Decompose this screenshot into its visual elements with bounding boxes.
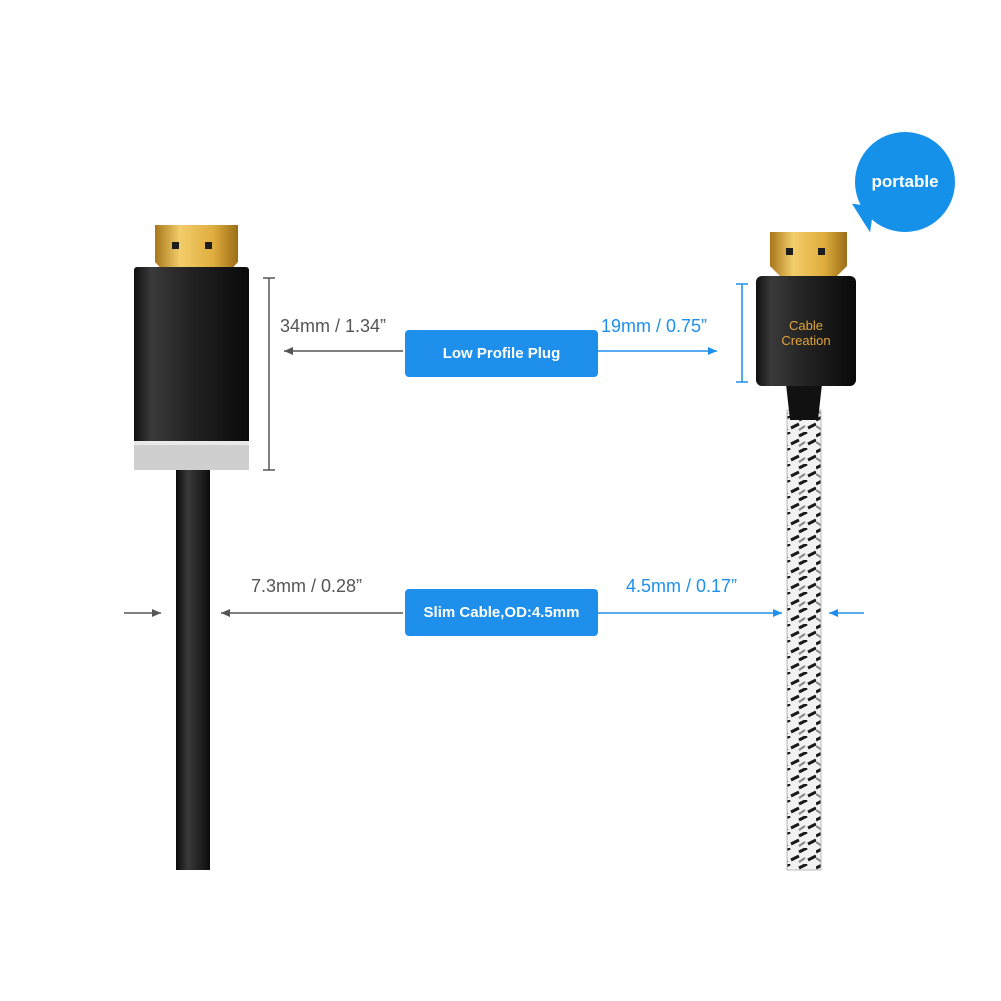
slim-cable-diameter-label: 4.5mm / 0.17” [626, 576, 738, 596]
slim-hdmi-plug [756, 232, 856, 871]
brand-line-2: Creation [781, 333, 831, 348]
standard-plug-collar [134, 441, 249, 470]
plug-length-bracket-left [263, 277, 275, 471]
brand-line-1: Cable [789, 318, 823, 333]
portable-badge: portable [855, 132, 955, 232]
low-profile-plug-callout: Low Profile Plug [405, 330, 598, 377]
portable-badge-text: portable [871, 172, 939, 191]
low-profile-plug-text: Low Profile Plug [442, 345, 561, 362]
slim-plug-body [756, 276, 856, 386]
standard-cable [176, 470, 210, 870]
standard-cable-diameter-label: 7.3mm / 0.28” [251, 576, 363, 596]
slim-cable-text: Slim Cable,OD:4.5mm [423, 604, 580, 621]
slim-plug-length-label: 19mm / 0.75” [601, 316, 708, 336]
slim-gold-connector [770, 232, 847, 277]
slim-cable-callout: Slim Cable,OD:4.5mm [405, 589, 598, 636]
plug-length-bracket-right [736, 283, 748, 383]
standard-gold-connector [155, 225, 238, 275]
braided-cable [787, 410, 821, 870]
slim-cable-strain-relief [786, 384, 822, 420]
brand-logo: Cable Creation [758, 318, 854, 348]
standard-plug-body [134, 267, 249, 445]
standard-hdmi-plug [134, 225, 249, 870]
standard-plug-length-label: 34mm / 1.34” [280, 316, 387, 336]
